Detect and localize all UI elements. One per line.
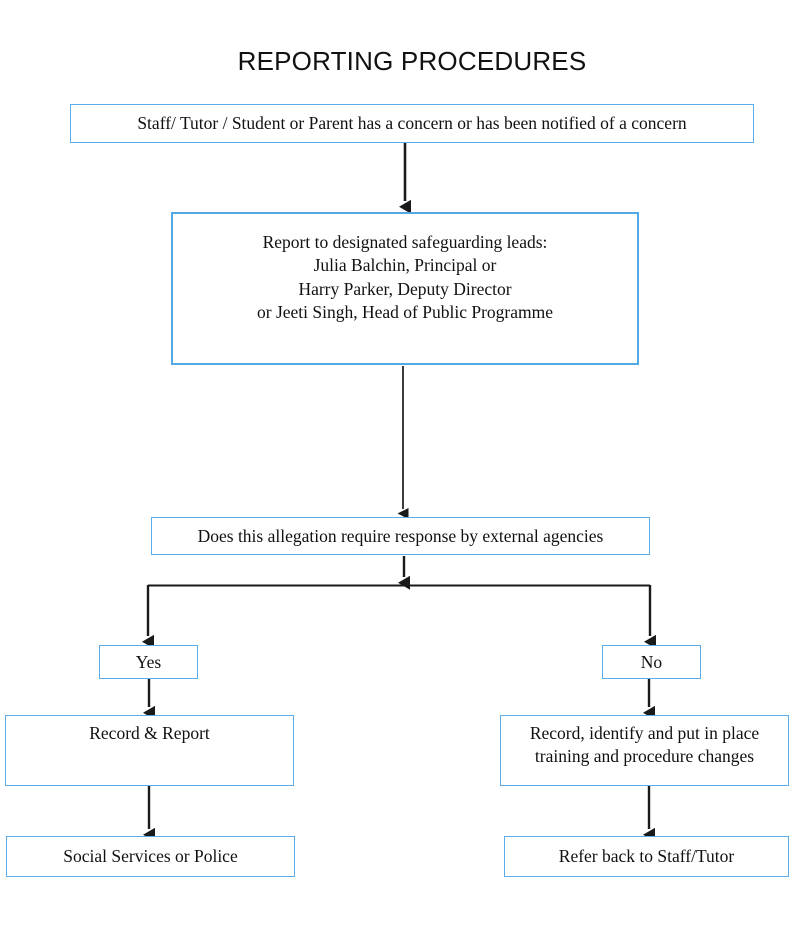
node-record-and-report[interactable]: Record & Report: [5, 715, 294, 786]
node-no[interactable]: No: [602, 645, 701, 679]
node-refer-back-to-staff-tutor[interactable]: Refer back to Staff/Tutor: [504, 836, 789, 877]
node-social-services-or-police-label: Social Services or Police: [63, 846, 238, 867]
node-yes-label: Yes: [135, 651, 162, 672]
page-title: REPORTING PROCEDURES: [237, 46, 587, 76]
node-report-to-leads-label: Report to designated safeguarding leads:…: [257, 232, 553, 322]
node-concern-label: Staff/ Tutor / Student or Parent has a c…: [137, 113, 687, 134]
node-concern[interactable]: Staff/ Tutor / Student or Parent has a c…: [70, 104, 754, 143]
node-no-label: No: [640, 651, 663, 672]
node-decision-label: Does this allegation require response by…: [197, 525, 604, 546]
node-social-services-or-police[interactable]: Social Services or Police: [6, 836, 295, 877]
node-record-identify-training-label: Record, identify and put in place traini…: [529, 723, 760, 766]
node-decision-external-agencies[interactable]: Does this allegation require response by…: [151, 517, 650, 555]
node-record-and-report-label: Record & Report: [89, 723, 210, 743]
node-yes[interactable]: Yes: [99, 645, 198, 679]
node-refer-back-to-staff-tutor-label: Refer back to Staff/Tutor: [558, 846, 735, 867]
node-record-identify-training[interactable]: Record, identify and put in place traini…: [500, 715, 789, 786]
node-report-to-leads[interactable]: Report to designated safeguarding leads:…: [171, 212, 639, 365]
